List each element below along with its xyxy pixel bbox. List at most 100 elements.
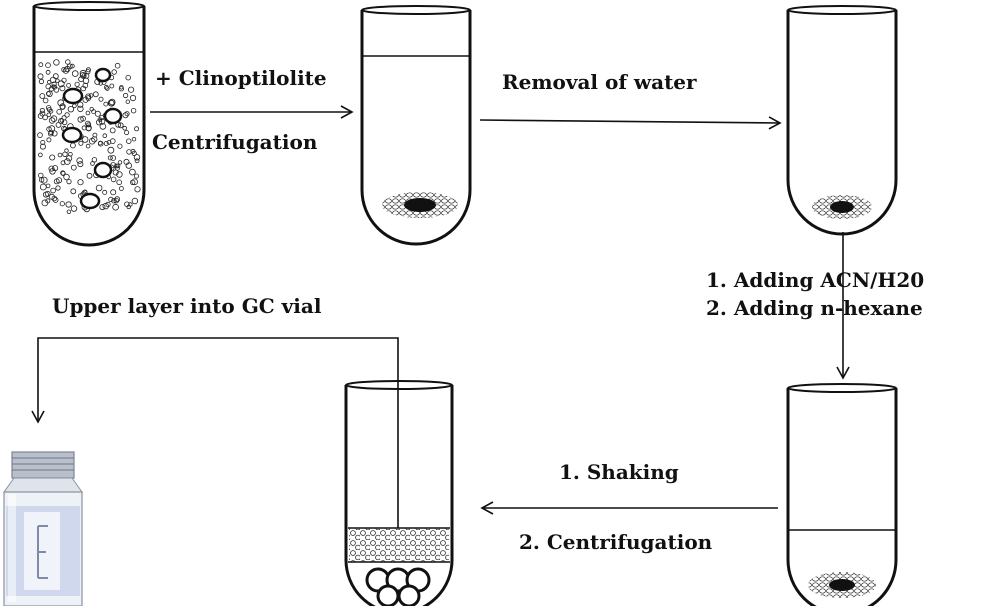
micro-particle [77, 179, 84, 186]
micro-particle [65, 59, 71, 65]
micro-particle [113, 197, 119, 204]
micro-particle [59, 85, 66, 92]
micro-particle [46, 112, 52, 118]
micro-particle [130, 148, 136, 154]
micro-particle [103, 140, 109, 146]
micro-particle [130, 107, 137, 114]
micro-particle [64, 158, 71, 165]
micro-particle [83, 73, 90, 79]
micro-particle [112, 169, 119, 176]
micro-particle [129, 168, 136, 176]
micro-particle [114, 62, 121, 69]
micro-particle [70, 164, 77, 171]
micro-particle [119, 186, 124, 191]
micro-particle [114, 163, 119, 169]
micro-particle [78, 140, 84, 146]
micro-particle [122, 112, 129, 119]
micro-particle [40, 176, 48, 184]
micro-particle [46, 137, 52, 143]
micro-particle [62, 67, 70, 74]
micro-particle [85, 143, 91, 149]
micro-particle [39, 143, 46, 150]
micro-particle [39, 107, 46, 114]
shaking-label: 1. Shaking [559, 460, 679, 484]
test-tube-separated-icon [344, 380, 454, 611]
micro-particle [116, 179, 122, 186]
micro-particle [67, 105, 75, 113]
micro-particle [66, 209, 72, 214]
micro-particle [129, 179, 136, 186]
micro-particle [42, 114, 48, 121]
micro-particle [60, 170, 66, 176]
micro-particle [126, 138, 132, 144]
micro-particle [102, 189, 108, 195]
micro-particle [91, 157, 98, 163]
micro-particle [71, 70, 79, 77]
micro-particle [110, 155, 117, 161]
micro-particle [65, 201, 72, 208]
arrow-transfer [31, 337, 399, 528]
micro-particle [52, 73, 59, 80]
micro-particle [48, 165, 55, 172]
micro-particle [85, 95, 92, 101]
centrifugation-label: Centrifugation [152, 130, 318, 154]
gc-vial-icon [3, 451, 83, 607]
micro-particle [46, 107, 52, 113]
micro-particle [64, 148, 69, 153]
micro-particle [110, 189, 117, 196]
micro-particle [88, 93, 94, 98]
micro-particle [99, 123, 107, 130]
micro-particle [64, 65, 71, 73]
micro-particle [51, 130, 58, 137]
micro-particle [61, 77, 67, 83]
micro-particle [125, 99, 130, 104]
micro-particle [49, 154, 56, 161]
micro-particle [70, 205, 78, 212]
micro-particle [128, 86, 135, 93]
micro-particle [134, 126, 140, 132]
micro-particle [117, 160, 123, 165]
micro-particle [51, 81, 57, 87]
micro-particle [51, 195, 58, 202]
micro-particle [124, 130, 130, 136]
micro-particle [60, 160, 66, 166]
micro-particle [57, 152, 63, 158]
micro-particle [105, 201, 111, 207]
micro-particle [109, 83, 115, 89]
micro-particle [59, 104, 66, 110]
test-tube-pellet-icon [786, 5, 898, 236]
micro-particle [77, 116, 84, 123]
arrow-removal [479, 116, 782, 130]
micro-particle [98, 96, 104, 102]
micro-particle [125, 74, 131, 81]
micro-particle [108, 196, 114, 202]
micro-particle [56, 109, 62, 115]
centrifugation-2-label: 2. Centrifugation [519, 530, 713, 554]
add-clinoptilolite-label: + Clinoptilolite [155, 66, 327, 90]
micro-particle [123, 158, 130, 165]
micro-particle [70, 188, 77, 195]
micro-particle [115, 163, 121, 169]
micro-particle [55, 177, 63, 184]
micro-particle [96, 119, 103, 126]
micro-particle [111, 197, 117, 204]
micro-particle [82, 96, 89, 103]
micro-particle [129, 94, 137, 102]
micro-particle [77, 101, 84, 108]
micro-particle [92, 91, 99, 98]
micro-particle [131, 136, 137, 142]
micro-particle [66, 83, 71, 88]
micro-particle [110, 176, 117, 183]
micro-particle [134, 186, 141, 193]
micro-particle [80, 85, 87, 92]
micro-particle [38, 172, 44, 179]
micro-particle [103, 101, 109, 107]
micro-particle [39, 93, 46, 99]
micro-particle [70, 63, 75, 69]
micro-particle [124, 111, 130, 117]
micro-particle [112, 203, 119, 211]
micro-particle [45, 183, 51, 189]
micro-particle [57, 80, 65, 88]
